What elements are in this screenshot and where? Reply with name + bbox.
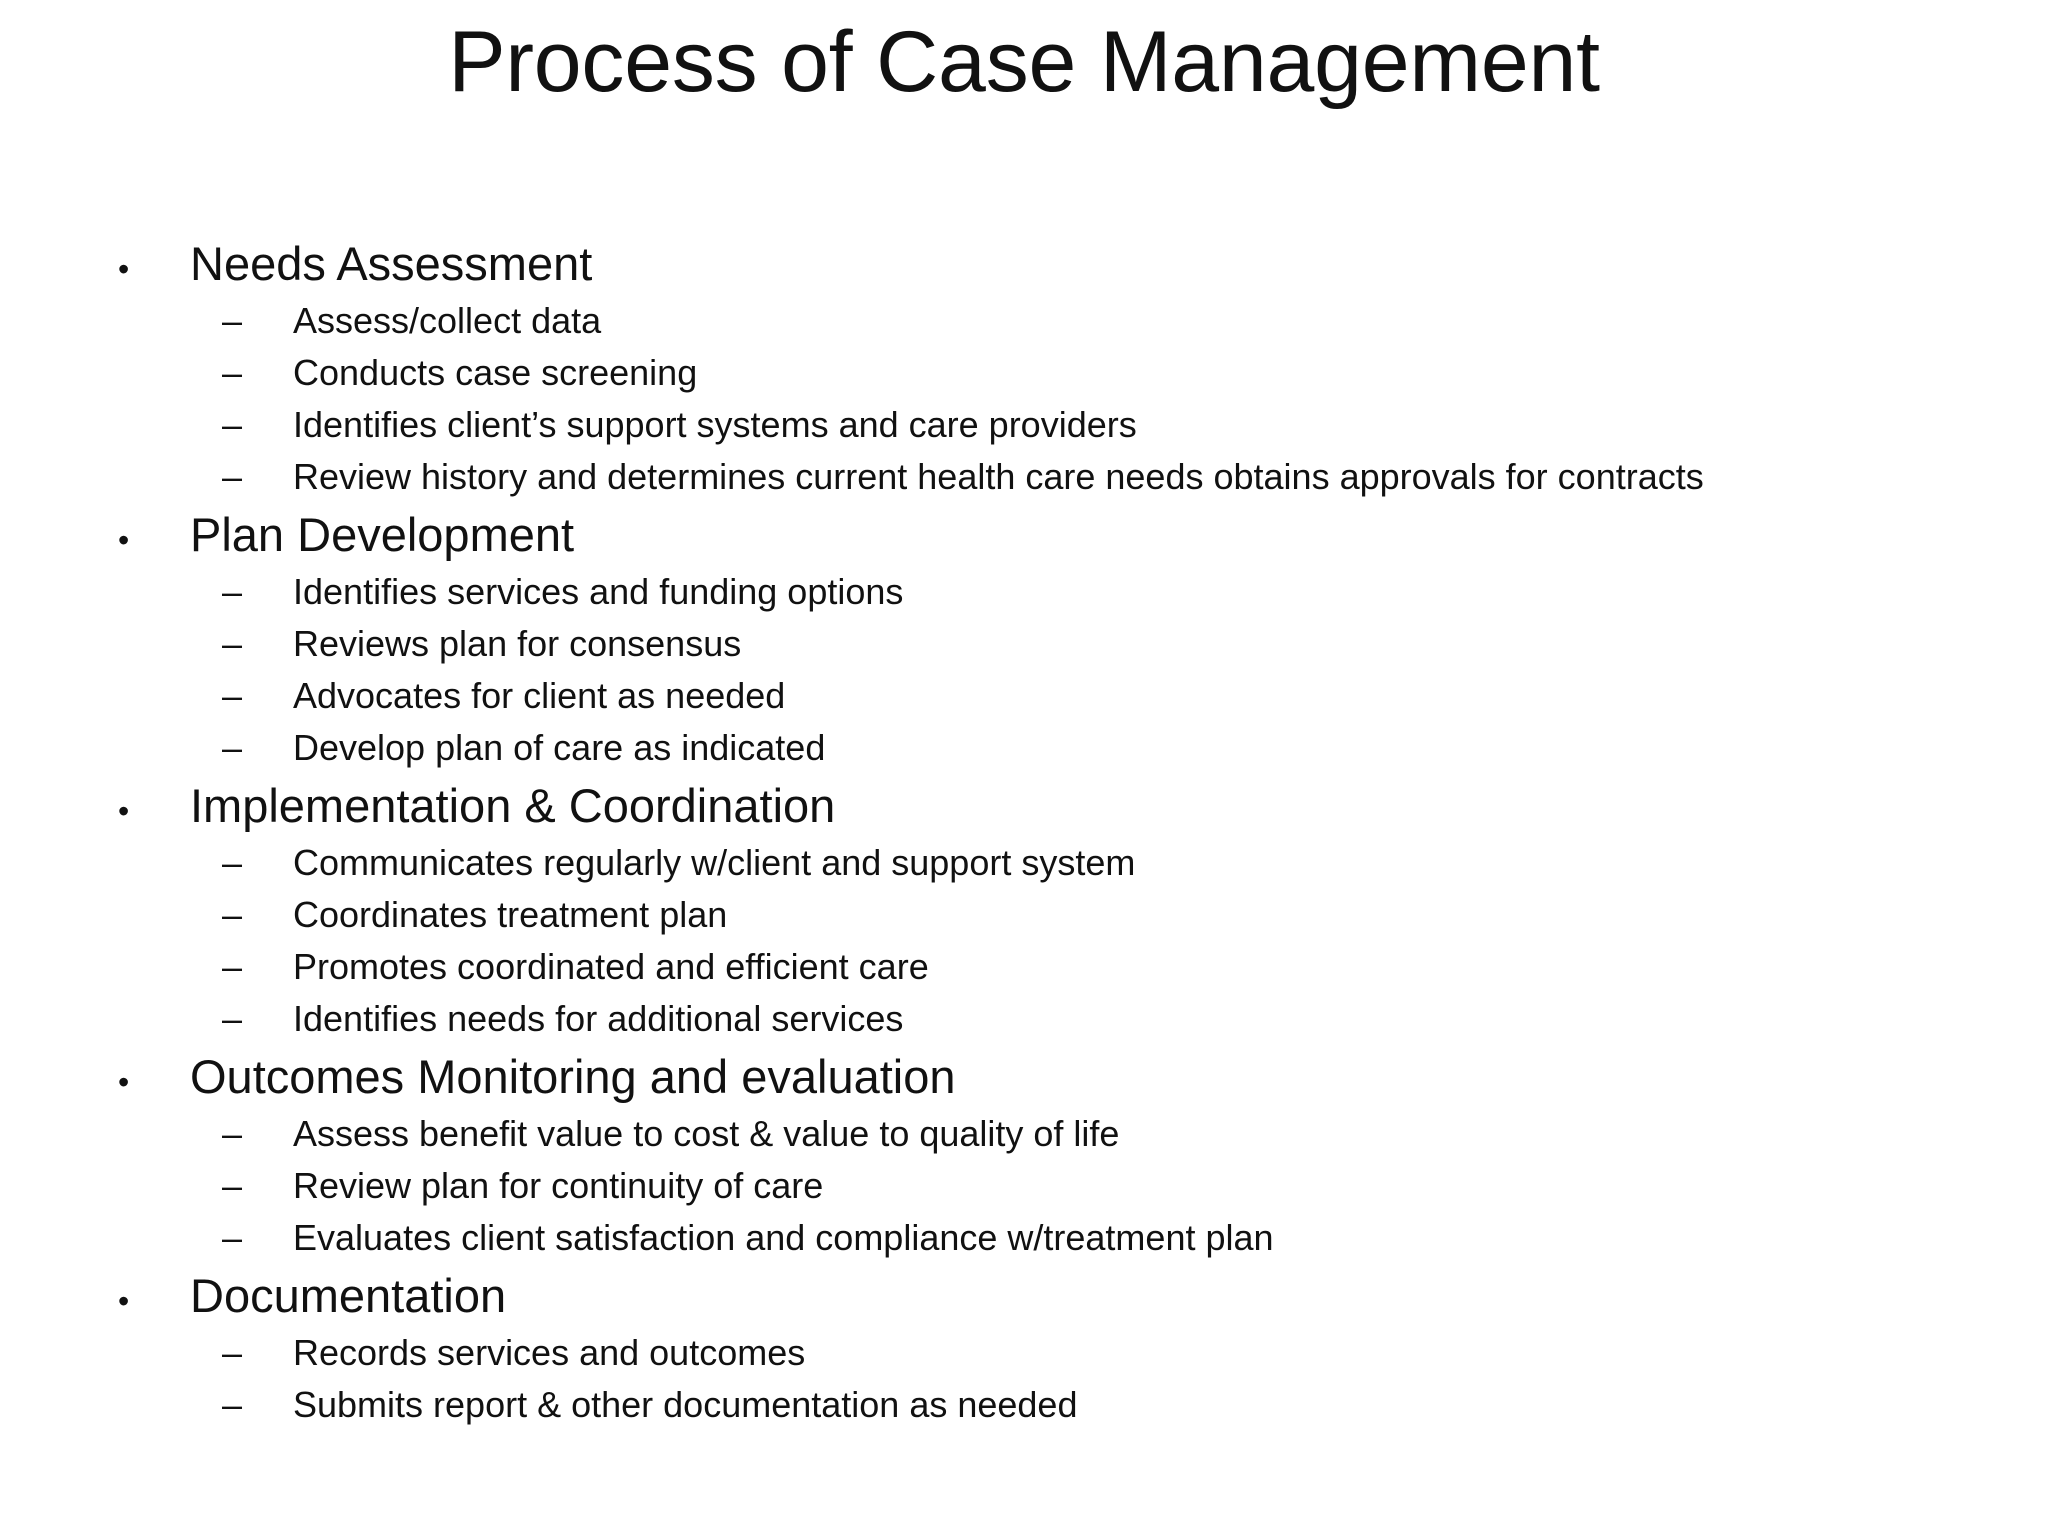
outline-subitem[interactable]: – Submits report & other documentation as… [0,1379,2048,1431]
outline-subitem-label: Assess/collect data [293,300,602,341]
outline-subitem[interactable]: – Review history and determines current h… [0,451,2048,503]
outline-subitem[interactable]: – Conducts case screening [0,347,2048,399]
outline-subitem[interactable]: – Promotes coordinated and efficient care [0,941,2048,993]
dash-marker-icon: – [222,571,243,612]
outline-group: • Implementation & Coordination – Communica… [0,774,2048,1045]
outline-subitem[interactable]: – Records services and outcomes [0,1327,2048,1379]
dash-marker-icon: – [222,1113,243,1154]
outline-subitem[interactable]: – Communicates regularly w/client and sup… [0,837,2048,889]
dash-marker-icon: – [222,1165,243,1206]
bullet-dot-icon: • [118,522,130,558]
outline-subitem-label: Advocates for client as needed [293,675,786,716]
outline-heading-label: Documentation [190,1269,507,1322]
outline-subitem-label: Identifies services and funding options [293,571,904,612]
outline-group: • Plan Development – Identifies services an… [0,503,2048,774]
outline-group: • Needs Assessment – Assess/collect data – Co… [0,232,2048,503]
outline-subitem-label: Identifies client’s support systems and … [293,404,1137,445]
outline-heading-label: Plan Development [190,508,575,561]
outline-heading[interactable]: • Documentation [0,1264,2048,1327]
dash-marker-icon: – [222,300,243,341]
outline-group: • Outcomes Monitoring and evaluation – Asse… [0,1045,2048,1264]
slide-body: • Needs Assessment – Assess/collect data – Co… [0,232,2048,1431]
dash-marker-icon: – [222,404,243,445]
outline-subitem-label: Review plan for continuity of care [293,1165,824,1206]
dash-marker-icon: – [222,946,243,987]
bullet-dot-icon: • [118,251,130,287]
outline-subitem[interactable]: – Advocates for client as needed [0,670,2048,722]
outline-subitem-label: Reviews plan for consensus [293,623,742,664]
outline-subitem[interactable]: – Reviews plan for consensus [0,618,2048,670]
outline-subitem-label: Identifies needs for additional services [293,998,904,1039]
outline-subitem[interactable]: – Evaluates client satisfaction and compl… [0,1212,2048,1264]
dash-marker-icon: – [222,894,243,935]
page-title: Process of Case Management [448,14,1600,110]
outline-subitem-label: Conducts case screening [293,352,698,393]
outline-subitem[interactable]: – Identifies services and funding options [0,566,2048,618]
bullet-dot-icon: • [118,1283,130,1319]
bullet-dot-icon: • [118,793,130,829]
outline-subitem-label: Review history and determines current he… [293,456,1704,497]
dash-marker-icon: – [222,842,243,883]
outline-subitem-label: Coordinates treatment plan [293,894,728,935]
dash-marker-icon: – [222,1384,243,1425]
bullet-dot-icon: • [118,1064,130,1100]
outline-subitem-label: Promotes coordinated and efficient care [293,946,929,987]
outline-subitem[interactable]: – Identifies needs for additional service… [0,993,2048,1045]
dash-marker-icon: – [222,623,243,664]
outline-heading-label: Needs Assessment [190,237,593,290]
outline-heading[interactable]: • Outcomes Monitoring and evaluation [0,1045,2048,1108]
outline-subitem-label: Evaluates client satisfaction and compli… [293,1217,1274,1258]
outline-subitem[interactable]: – Assess benefit value to cost & value to… [0,1108,2048,1160]
outline-subitem[interactable]: – Coordinates treatment plan [0,889,2048,941]
outline-heading-label: Outcomes Monitoring and evaluation [190,1050,956,1103]
outline-heading[interactable]: • Plan Development [0,503,2048,566]
outline-subitem-label: Records services and outcomes [293,1332,806,1373]
outline-subitem-label: Develop plan of care as indicated [293,727,826,768]
outline-subitem[interactable]: – Assess/collect data [0,295,2048,347]
outline-subitem-label: Assess benefit value to cost & value to … [293,1113,1120,1154]
outline-heading[interactable]: • Implementation & Coordination [0,774,2048,837]
outline-subitem-label: Communicates regularly w/client and supp… [293,842,1136,883]
dash-marker-icon: – [222,998,243,1039]
outline-group: • Documentation – Records services and outc… [0,1264,2048,1431]
outline-heading-label: Implementation & Coordination [190,779,836,832]
outline-subitem[interactable]: – Identifies client’s support systems and… [0,399,2048,451]
dash-marker-icon: – [222,675,243,716]
outline-subitem-label: Submits report & other documentation as … [293,1384,1078,1425]
outline-heading[interactable]: • Needs Assessment [0,232,2048,295]
dash-marker-icon: – [222,727,243,768]
outline-subitem[interactable]: – Review plan for continuity of care [0,1160,2048,1212]
dash-marker-icon: – [222,1217,243,1258]
dash-marker-icon: – [222,1332,243,1373]
dash-marker-icon: – [222,456,243,497]
dash-marker-icon: – [222,352,243,393]
outline-subitem[interactable]: – Develop plan of care as indicated [0,722,2048,774]
